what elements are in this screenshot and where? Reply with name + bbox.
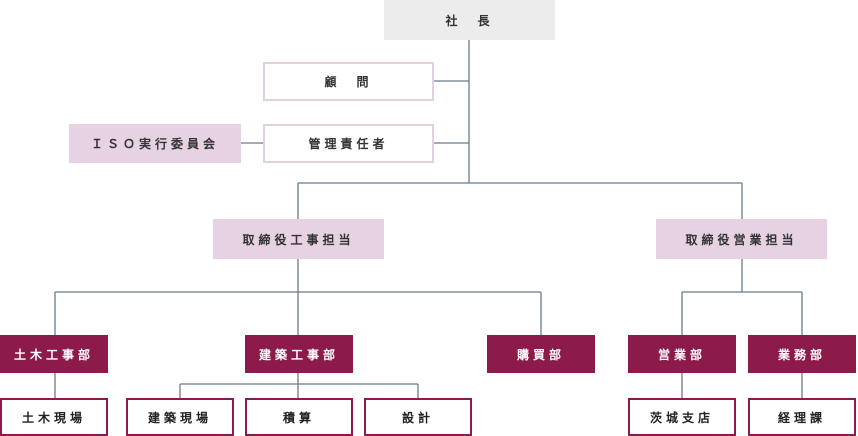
accounting-label: 経理課 (777, 410, 826, 425)
dept-purchasing-label: 購買部 (516, 347, 565, 362)
advisor-box: 顧 問 (263, 62, 434, 101)
iso-committee-box: ＩＳＯ実行委員会 (69, 124, 241, 163)
dept-sales-label: 営業部 (657, 347, 706, 362)
advisor-label: 顧 問 (324, 75, 373, 89)
director-sales-box: 取締役営業担当 (656, 219, 827, 259)
dept-purchasing-box: 購買部 (487, 335, 595, 373)
dept-civil-label: 土木工事部 (13, 347, 94, 362)
director-construction-box: 取締役工事担当 (213, 219, 384, 259)
dept-building-label: 建築工事部 (258, 347, 339, 362)
iso-committee-label: ＩＳＯ実行委員会 (90, 137, 219, 151)
civil-site-label: 土木現場 (21, 410, 86, 425)
building-site-box: 建築現場 (126, 398, 234, 436)
estimation-label: 積算 (282, 410, 315, 425)
dept-sales-box: 営業部 (628, 335, 736, 373)
design-label: 設計 (401, 410, 434, 425)
building-site-label: 建築現場 (147, 410, 212, 425)
director-construction-label: 取締役工事担当 (242, 232, 355, 247)
president-box: 社 長 (384, 0, 555, 40)
management-rep-label: 管理責任者 (308, 137, 389, 151)
design-box: 設計 (364, 398, 472, 436)
estimation-box: 積算 (245, 398, 353, 436)
dept-business-box: 業務部 (748, 335, 856, 373)
president-label: 社 長 (445, 13, 494, 28)
director-sales-label: 取締役営業担当 (685, 232, 798, 247)
management-rep-box: 管理責任者 (263, 124, 434, 163)
ibaraki-branch-box: 茨城支店 (628, 398, 736, 436)
accounting-box: 経理課 (748, 398, 856, 436)
dept-building-box: 建築工事部 (245, 335, 353, 373)
civil-site-box: 土木現場 (0, 398, 108, 436)
dept-business-label: 業務部 (777, 347, 826, 362)
dept-civil-box: 土木工事部 (0, 335, 108, 373)
ibaraki-branch-label: 茨城支店 (649, 410, 714, 425)
